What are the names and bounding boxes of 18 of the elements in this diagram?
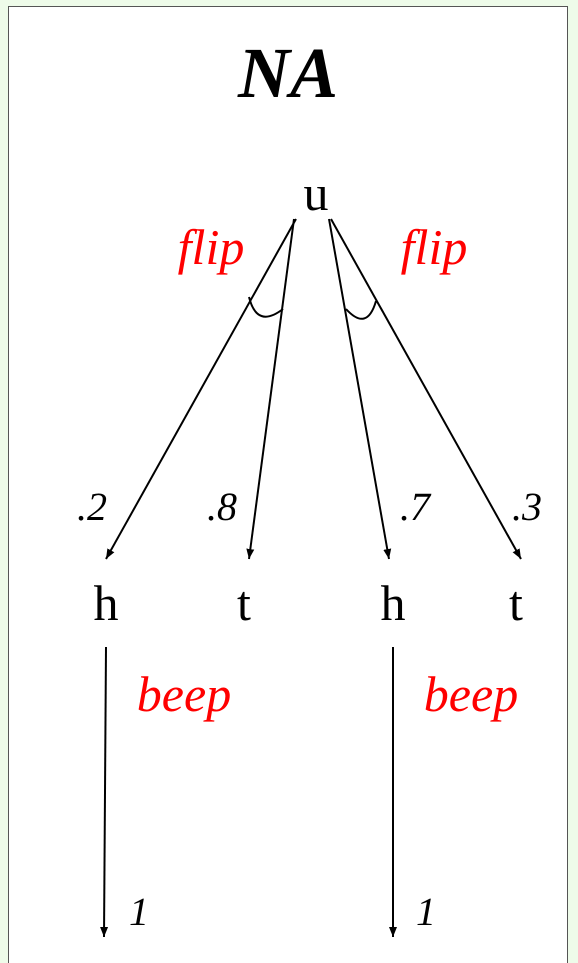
title: NA: [236, 37, 340, 109]
arrow: [100, 647, 108, 937]
state-label: t: [237, 578, 251, 628]
arrow: [328, 218, 392, 560]
edge-label: .8: [207, 487, 237, 527]
arrow: [246, 218, 295, 560]
edge-label: 1: [129, 892, 149, 932]
state-label: h: [380, 578, 406, 628]
edge-label: .7: [400, 487, 430, 527]
arrow: [389, 647, 397, 937]
arrow: [105, 218, 297, 560]
arrow: [330, 218, 522, 560]
state-label: t: [509, 578, 523, 628]
edge-label: .3: [512, 487, 542, 527]
state-label: u: [304, 168, 328, 218]
edge-label: 1: [416, 892, 436, 932]
state-label: h: [94, 578, 118, 628]
edge-label: .2: [77, 487, 107, 527]
